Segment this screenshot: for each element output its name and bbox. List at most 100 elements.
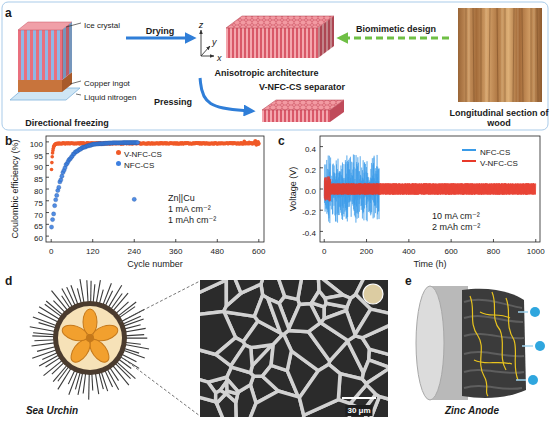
wood-section [466, 8, 538, 102]
legend-label: V-NFC-CS [124, 150, 162, 159]
zinc-anode [518, 311, 528, 313]
sem-pore [268, 298, 289, 334]
urchin-spine [45, 304, 63, 317]
sem-pore [249, 391, 304, 417]
axis-title: Cycle number [127, 259, 183, 269]
tick-label: 800 [487, 241, 500, 257]
urchin-spine [101, 370, 108, 391]
data-point [257, 142, 261, 146]
tick-mark [535, 239, 536, 242]
tick-mark [46, 236, 49, 237]
data-point [257, 142, 261, 146]
freezing-setup [70, 81, 81, 84]
urchin-spine [32, 349, 58, 358]
zoom-lines [120, 356, 200, 416]
tick-label: 0 [49, 241, 53, 257]
wood-section [458, 8, 542, 102]
urchin-spine [124, 338, 147, 339]
part-label: Copper ingot [84, 79, 130, 88]
plot-frame [46, 136, 264, 242]
tick-mark [258, 239, 259, 242]
wood-section [505, 8, 506, 102]
zinc-anode [522, 345, 533, 347]
tick-label: 65 [34, 222, 43, 231]
tick-label: 60 [34, 228, 43, 244]
tick-mark [46, 212, 49, 213]
zinc-anode [470, 296, 488, 396]
tick-mark [46, 200, 49, 201]
wood-section [502, 8, 503, 102]
tick-label: 600 [252, 241, 265, 257]
urchin-spine [90, 281, 92, 304]
data-point [136, 140, 140, 144]
anisotropic-block [318, 16, 334, 58]
separator-film [262, 110, 330, 122]
axis-title: Coulombic efficiency (%) [10, 140, 20, 239]
condition-note: 10 mA cm⁻² [432, 211, 480, 221]
urchin-spine [124, 335, 144, 336]
part-label: Ice crystal [84, 15, 120, 31]
freezing-setup [66, 23, 81, 27]
tick-label: 240 [128, 241, 141, 257]
axis-title: Coulombic efficiency (%) [5, 140, 21, 239]
tick-label: 360 [169, 241, 182, 257]
sem-pore [289, 304, 321, 332]
legend-label: V-NFC-CS [480, 153, 518, 169]
tick-mark [320, 146, 323, 147]
part-label: Copper ingot [84, 73, 130, 89]
tick-label: -0.2 [302, 202, 316, 218]
axis-title: Cycle number [127, 254, 183, 270]
urchin-spine [34, 340, 56, 341]
sem-pore [216, 390, 226, 403]
separator-film [330, 100, 344, 122]
zoom-lines [120, 281, 200, 416]
data-point [132, 197, 136, 201]
tick-label: 400 [402, 247, 415, 256]
scale-bar-label: 30 μm [345, 405, 372, 416]
wood-section [469, 8, 534, 102]
urchin-spine [30, 327, 57, 332]
tick-label: 120 [86, 247, 99, 256]
edge-label: Drying [144, 21, 177, 37]
wood-section [458, 8, 542, 102]
edge-label: Pressing [152, 92, 194, 108]
data-point [53, 204, 57, 208]
urchin-spine [80, 279, 84, 304]
condition-note: 2 mAh cm⁻² [432, 222, 480, 232]
tick-label: 1000 [527, 241, 545, 257]
panel-letter: a [5, 4, 12, 20]
tick-mark [320, 189, 323, 190]
zoom-lines [120, 281, 200, 322]
tick-mark [320, 210, 323, 211]
process-arrow [340, 36, 449, 39]
part-label: Liquid nitrogen [84, 93, 136, 102]
tick-mark [175, 239, 176, 242]
panel-letter: d [5, 274, 12, 288]
data-point [49, 225, 53, 229]
tick-label: 0.0 [305, 187, 316, 196]
wood-section [481, 8, 482, 102]
tick-mark [451, 239, 452, 242]
tick-mark [408, 239, 409, 242]
tick-label: 600 [444, 247, 457, 256]
zinc-anode [462, 289, 526, 398]
voltage-trace [324, 176, 535, 201]
axis-letter: x [217, 48, 222, 64]
legend-swatch [462, 149, 476, 151]
condition-note: Zn||Cu [168, 188, 195, 204]
tick-label: 240 [128, 247, 141, 256]
edge-label: Drying [144, 26, 177, 36]
tick-mark [46, 141, 49, 142]
tick-label: 120 [86, 241, 99, 257]
axis-title: Voltage (V) [288, 167, 298, 212]
tick-label: 95 [34, 146, 43, 162]
tick-label: 100 [30, 140, 43, 149]
tick-mark [493, 239, 494, 242]
sem-pore [325, 295, 350, 307]
legend-swatch [462, 160, 476, 162]
data-point [50, 168, 54, 172]
legend-label: V-NFC-CS [124, 144, 162, 160]
data-points [49, 139, 260, 229]
